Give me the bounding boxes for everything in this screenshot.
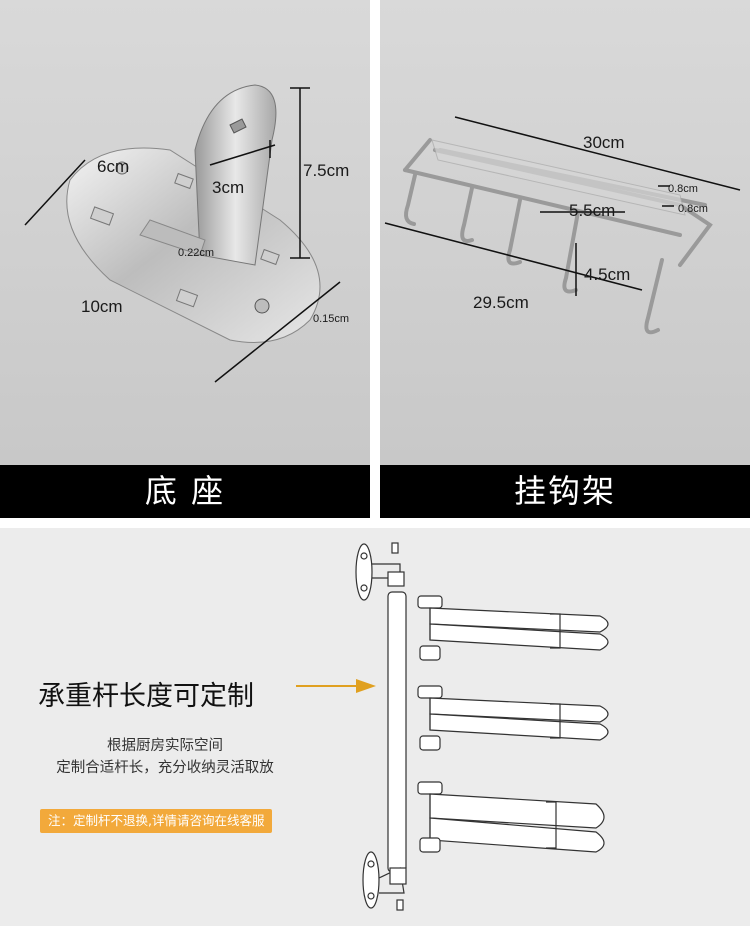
rack-top-length-label: 30cm (583, 133, 625, 152)
hook-rack-diagram-panel: 30cm 29.5cm 5.5cm 4.5cm 0.8cm 0.8cm (380, 0, 750, 465)
base-thickness-label: 0.15cm (313, 313, 349, 325)
base-upright-plate (194, 84, 277, 266)
base-plate-width-label: 3cm (212, 178, 244, 197)
base-diagram-panel: 6cm 10cm 7.5cm 3cm 0.22cm 0.15cm (0, 0, 370, 465)
rack-bar-1-label: 0.8cm (668, 183, 698, 195)
hook-rack-title-banner: 挂钩架 (380, 465, 750, 518)
base-height-label: 7.5cm (303, 161, 349, 180)
basket-1 (417, 595, 609, 661)
base-title-banner: 底 座 (0, 465, 370, 518)
base-plate-thickness-label: 0.22cm (178, 247, 214, 259)
custom-length-headline: 承重杆长度可定制 (38, 681, 254, 712)
custom-desc-line-2: 定制合适杆长，充分收纳灵活取放 (56, 760, 274, 776)
base-width-label: 6cm (97, 157, 129, 176)
basket-2 (417, 685, 609, 751)
custom-desc-line-1: 根据厨房实际空间 (107, 738, 223, 754)
basket-stack (417, 595, 609, 853)
base-illustration: 6cm 10cm 7.5cm 3cm 0.22cm 0.15cm (24, 84, 349, 383)
base-length-label: 10cm (81, 297, 123, 316)
hook-2 (460, 186, 474, 243)
custom-length-section: 承重杆长度可定制 根据厨房实际空间 定制合适杆长，充分收纳灵活取放 注：定制杆不… (0, 528, 750, 926)
rack-depth-label: 5.5cm (569, 201, 615, 220)
rack-assembly-illustration (296, 542, 609, 911)
hook-rack-illustration: 30cm 29.5cm 5.5cm 4.5cm 0.8cm 0.8cm (384, 116, 741, 335)
rack-bottom-length-label: 29.5cm (473, 293, 529, 312)
hook-height-label: 4.5cm (584, 265, 630, 284)
load-bearing-pole (387, 591, 407, 873)
rack-bar-2-label: 0.8cm (678, 203, 708, 215)
no-return-note-badge: 注：定制杆不退换,详情请咨询在线客服 (40, 809, 273, 833)
hook-5 (644, 258, 664, 335)
hook-3 (506, 198, 522, 266)
hook-1 (404, 173, 417, 226)
basket-3 (417, 781, 605, 853)
hook-4 (562, 210, 580, 294)
pointer-arrow-icon (356, 679, 376, 693)
